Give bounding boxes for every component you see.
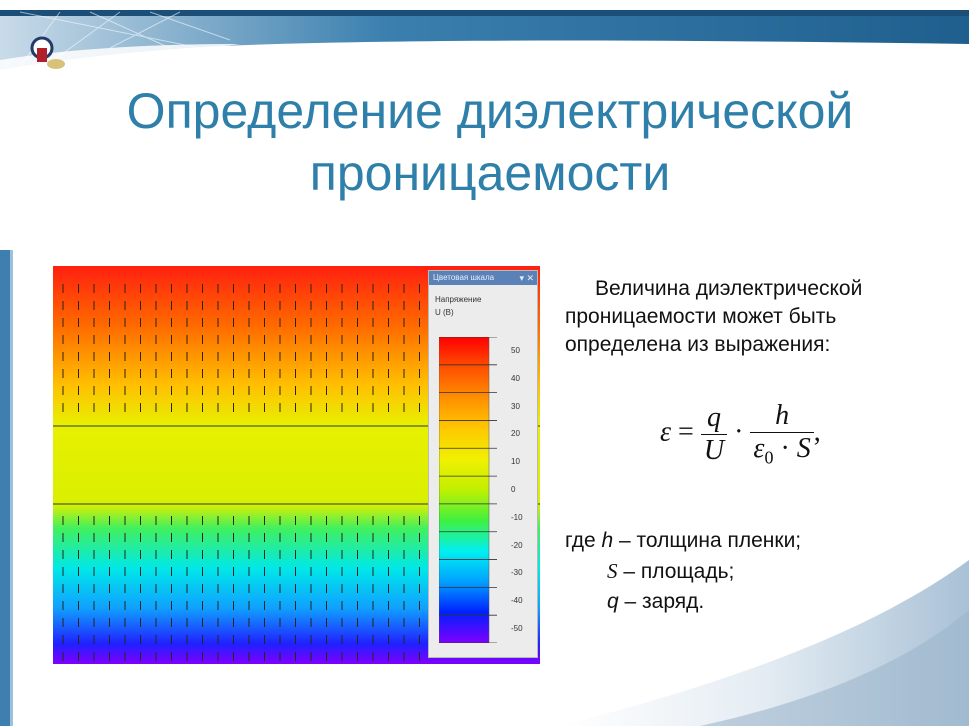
legend-tick-label: 20 <box>511 429 520 439</box>
def-s: S – площадь; <box>565 556 801 587</box>
legend-tick-label: -50 <box>511 624 523 634</box>
def-h-var: h <box>601 529 614 552</box>
formula-s: S <box>796 433 811 464</box>
def-s-var: S <box>607 559 618 583</box>
formula-eps0: ε <box>753 433 765 464</box>
title-line-1: Определение диэлектрической <box>126 83 854 139</box>
formula-u: U <box>703 434 725 466</box>
legend-tick-label: 40 <box>511 373 520 383</box>
formula-h: h <box>750 400 814 433</box>
color-scale-legend: Цветовая шкала ▾ ✕ Напряжение U (В) <box>428 270 538 658</box>
legend-tick-label: -30 <box>511 568 523 578</box>
legend-header-title: Цветовая шкала <box>433 273 495 282</box>
legend-tick-label: 50 <box>511 345 520 355</box>
def-h-prefix: где <box>565 529 602 552</box>
legend-tick-label: -40 <box>511 596 523 606</box>
legend-tick-label: 10 <box>511 457 520 467</box>
fraction-h-over-eps0s: h ε0 · S <box>750 400 814 469</box>
variable-definitions: где h – толщина пленки; S – площадь; q –… <box>565 526 801 617</box>
formula-dot-2: · <box>780 433 790 464</box>
legend-tick-label: 0 <box>511 485 516 494</box>
fraction-q-over-u: q U <box>700 402 728 467</box>
permittivity-formula: ε = q U · h ε0 · S , <box>660 400 821 469</box>
def-q-text: – заряд. <box>618 590 705 613</box>
def-h-text: – толщина пленки; <box>613 529 802 552</box>
def-q-var: q <box>607 590 619 613</box>
formula-sub-zero: 0 <box>764 447 774 468</box>
formula-comma: , <box>813 416 821 448</box>
description-text: Величина диэлектрической проницаемости м… <box>565 277 863 356</box>
slide-title: Определение диэлектрической проницаемост… <box>40 80 940 204</box>
formula-dot: · <box>734 416 744 448</box>
legend-header[interactable]: Цветовая шкала ▾ ✕ <box>429 271 537 285</box>
def-s-text: – площадь; <box>617 560 735 583</box>
legend-unit: U (В) <box>435 308 454 317</box>
formula-epsilon: ε <box>660 416 672 448</box>
legend-tick-label: 30 <box>511 401 520 411</box>
def-h: где h – толщина пленки; <box>565 526 801 556</box>
def-q: q – заряд. <box>565 587 801 617</box>
title-line-2: проницаемости <box>309 145 671 201</box>
legend-quantity: Напряжение <box>435 295 482 304</box>
legend-color-bar <box>439 337 497 643</box>
formula-q: q <box>700 402 728 435</box>
legend-tick-label: -20 <box>511 540 523 550</box>
legend-header-buttons[interactable]: ▾ ✕ <box>519 273 534 283</box>
formula-denominator: ε0 · S <box>750 433 813 469</box>
formula-equals: = <box>678 416 694 448</box>
legend-tick-label: -10 <box>511 512 523 522</box>
